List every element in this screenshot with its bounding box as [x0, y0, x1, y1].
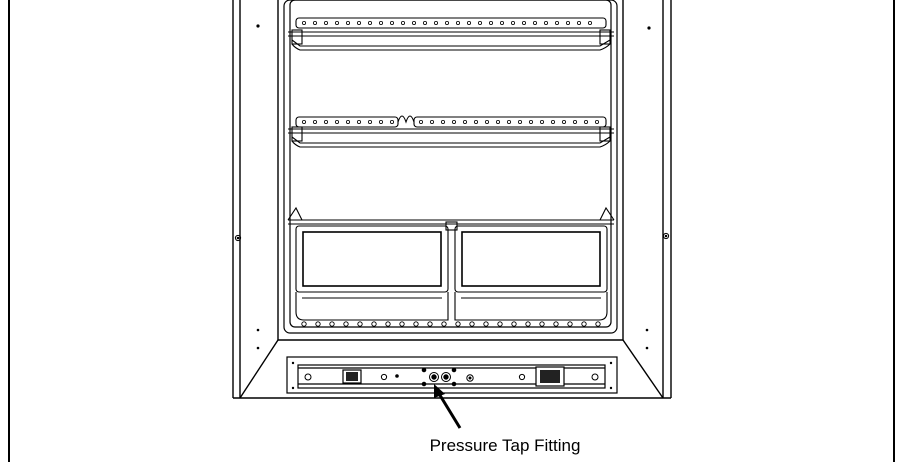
hinge-screws: [234, 232, 670, 242]
cabinet-shell: [232, 0, 672, 399]
callout-arrow: [434, 384, 462, 429]
center-fittings: [395, 367, 474, 387]
lower-shelf-brackets: [287, 206, 615, 225]
crisper-drawer-right: [454, 225, 608, 321]
figure-border: [8, 0, 895, 462]
power-switch-right: [535, 366, 565, 387]
top-shelf: [288, 17, 614, 51]
interior-liner: [283, 0, 618, 334]
crisper-drawer-left: [295, 225, 449, 321]
shell-screws: [256, 24, 651, 350]
callout-label-pressure-tap-fitting: Pressure Tap Fitting: [430, 436, 581, 455]
middle-shelf: [288, 115, 614, 148]
control-panel: [286, 356, 618, 394]
panel-corner-screws: [291, 361, 613, 390]
drawer-rail-bumps: [301, 321, 601, 327]
top-shelf-holes: [301, 20, 593, 25]
power-switch-left: [342, 369, 362, 384]
panel-side-screws: [304, 373, 599, 381]
middle-shelf-holes: [301, 120, 600, 125]
drawer-divider: [445, 221, 458, 231]
